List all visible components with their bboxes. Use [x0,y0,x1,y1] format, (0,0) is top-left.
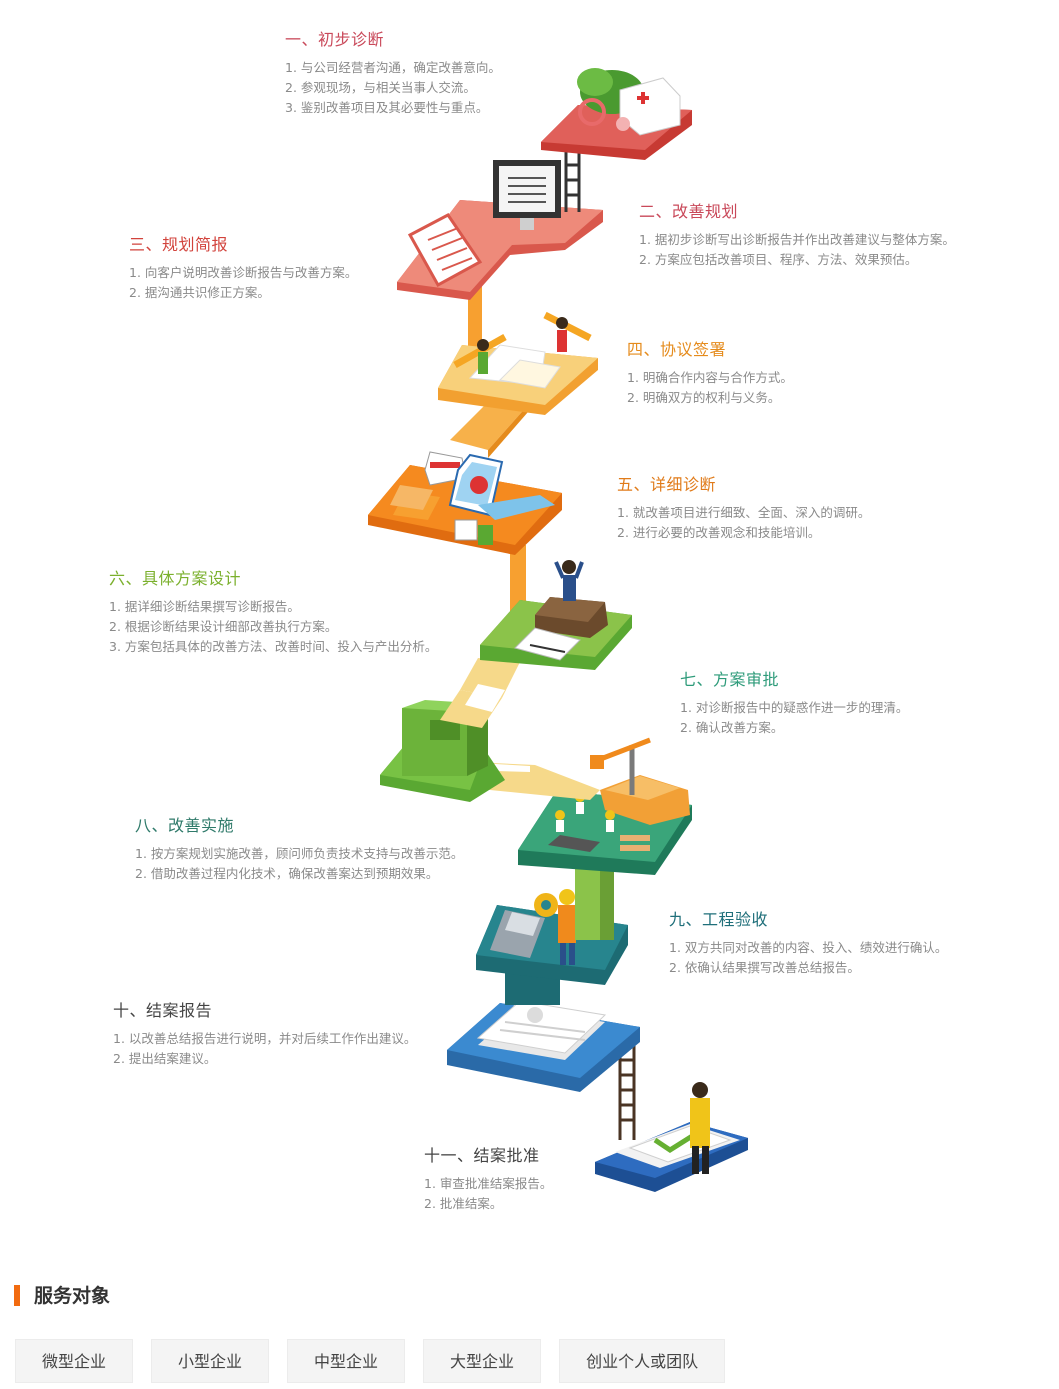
step-5: 五、详细诊断 就改善项目进行细致、全面、深入的调研。 进行必要的改善观念和技能培… [617,471,870,543]
platform-1 [541,68,692,160]
step-6-item-1: 据详细诊断结果撰写诊断报告。 [109,597,437,617]
step-6-item-2: 根据诊断结果设计细部改善执行方案。 [109,617,437,637]
step-4-item-1: 明确合作内容与合作方式。 [627,368,793,388]
step-2-title: 二、改善规划 [639,202,739,221]
step-5-title: 五、详细诊断 [617,475,717,494]
platform-3 [397,160,603,300]
platform-7 [380,700,505,802]
step-9-title: 九、工程验收 [669,910,769,929]
step-10-item-2: 提出结案建议。 [113,1049,416,1069]
step-6-title: 六、具体方案设计 [109,569,242,588]
step-11-title: 十一、结案批准 [424,1146,540,1165]
tag-medium-enterprise[interactable]: 中型企业 [287,1339,406,1383]
step-7-title: 七、方案审批 [680,670,780,689]
tag-startup-team[interactable]: 创业个人或团队 [559,1339,726,1383]
step-9-item-2: 依确认结果撰写改善总结报告。 [669,958,947,978]
platform-10 [447,1000,640,1092]
step-4-title: 四、协议签署 [627,340,727,359]
platform-8 [518,737,692,875]
step-3-item-2: 据沟通共识修正方案。 [129,283,357,303]
tag-micro-enterprise[interactable]: 微型企业 [15,1339,134,1383]
step-2-item-1: 据初步诊断写出诊断报告并作出改善建议与整体方案。 [639,230,955,250]
step-1: 一、初步诊断 与公司经营者沟通，确定改善意向。 参观现场，与相关当事人交流。 鉴… [285,26,501,118]
step-11-item-1: 审查批准结案报告。 [424,1174,553,1194]
step-5-item-1: 就改善项目进行细致、全面、深入的调研。 [617,503,871,523]
step-7-item-1: 对诊断报告中的疑惑作进一步的理清。 [680,698,909,718]
step-1-item-3: 鉴别改善项目及其必要性与重点。 [285,98,501,118]
step-7-item-2: 确认改善方案。 [680,718,908,738]
conveyor-6-7 [440,658,520,728]
platform-6 [480,560,632,670]
step-8: 八、改善实施 按方案规划实施改善，顾问师负责技术支持与改善示范。 借助改善过程内… [135,812,463,884]
step-11: 十一、结案批准 审查批准结案报告。 批准结案。 [424,1142,552,1214]
step-1-item-1: 与公司经营者沟通，确定改善意向。 [285,58,501,78]
step-6: 六、具体方案设计 据详细诊断结果撰写诊断报告。 根据诊断结果设计细部改善执行方案… [109,565,437,657]
step-2: 二、改善规划 据初步诊断写出诊断报告并作出改善建议与整体方案。 方案应包括改善项… [639,198,955,270]
step-10: 十、结案报告 以改善总结报告进行说明，并对后续工作作出建议。 提出结案建议。 [113,997,416,1069]
step-4: 四、协议签署 明确合作内容与合作方式。 明确双方的权利与义务。 [627,336,793,408]
tag-large-enterprise[interactable]: 大型企业 [423,1339,542,1383]
step-3-title: 三、规划简报 [129,235,229,254]
step-4-item-2: 明确双方的权利与义务。 [627,388,793,408]
step-8-item-1: 按方案规划实施改善，顾问师负责技术支持与改善示范。 [135,844,464,864]
step-1-title: 一、初步诊断 [285,30,385,49]
step-9: 九、工程验收 双方共同对改善的内容、投入、绩效进行确认。 依确认结果撰写改善总结… [669,906,947,978]
step-1-item-2: 参观现场，与相关当事人交流。 [285,78,501,98]
step-5-item-2: 进行必要的改善观念和技能培训。 [617,523,870,543]
platform-4 [438,311,598,415]
tag-small-enterprise[interactable]: 小型企业 [151,1339,270,1383]
step-7: 七、方案审批 对诊断报告中的疑惑作进一步的理清。 确认改善方案。 [680,666,908,738]
service-section-title: 服务对象 [14,1283,110,1309]
service-tags: 微型企业 小型企业 中型企业 大型企业 创业个人或团队 [15,1339,726,1383]
pillar-8-9 [575,860,614,940]
step-6-item-3: 方案包括具体的改善方法、改善时间、投入与产出分析。 [109,637,438,657]
step-8-item-2: 借助改善过程内化技术，确保改善案达到预期效果。 [135,864,463,884]
platform-11 [595,1082,748,1192]
step-9-item-1: 双方共同对改善的内容、投入、绩效进行确认。 [669,938,948,958]
step-3-item-1: 向客户说明改善诊断报告与改善方案。 [129,263,358,283]
step-11-item-2: 批准结案。 [424,1194,552,1214]
step-10-title: 十、结案报告 [113,1001,213,1020]
platform-5 [368,451,562,555]
step-3: 三、规划简报 向客户说明改善诊断报告与改善方案。 据沟通共识修正方案。 [129,231,357,303]
staircase-illustration [368,68,748,1192]
step-2-item-2: 方案应包括改善项目、程序、方法、效果预估。 [639,250,955,270]
slope-4-5 [450,400,528,458]
step-8-title: 八、改善实施 [135,816,235,835]
step-10-item-1: 以改善总结报告进行说明，并对后续工作作出建议。 [113,1029,417,1049]
